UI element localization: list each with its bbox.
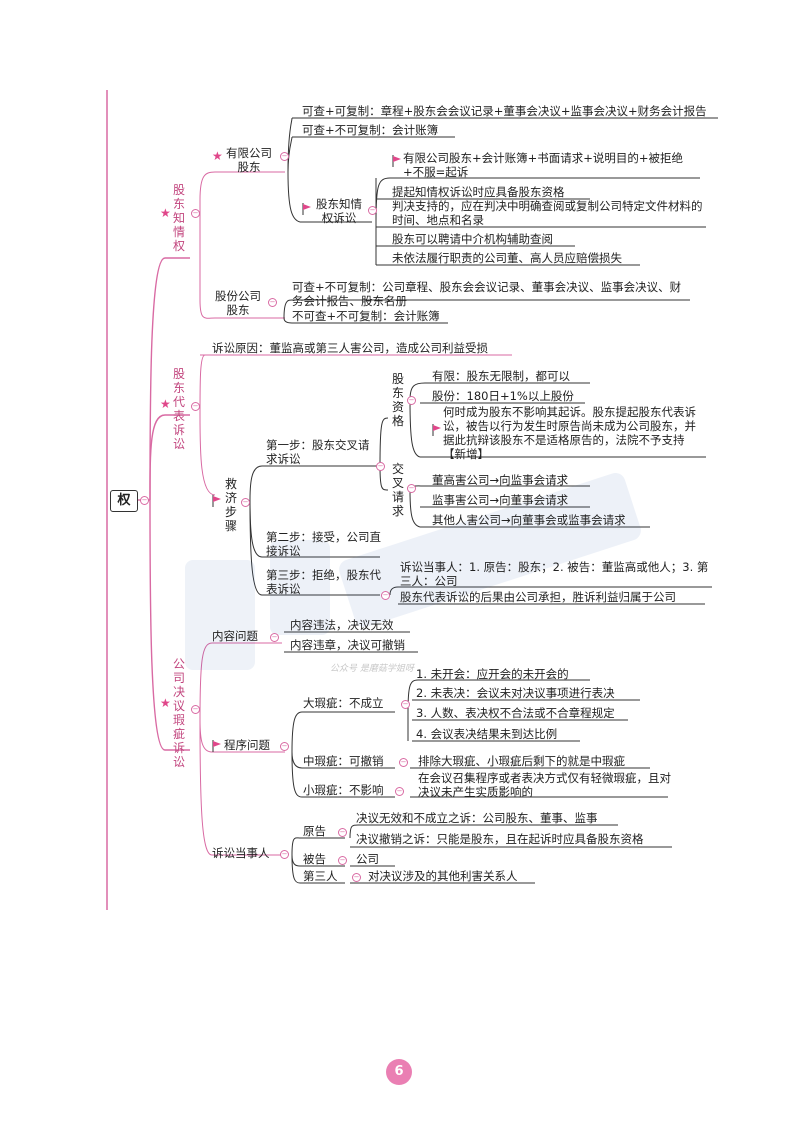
- leaf-cross-item: 监事害公司→向董事会请求: [432, 493, 569, 507]
- flag-icon: [212, 740, 221, 752]
- node-step3[interactable]: 第三步：拒绝，股东代表诉讼: [266, 568, 381, 596]
- node-shareholder-qualification[interactable]: 股东资格: [391, 372, 404, 428]
- page-number: 6: [386, 1059, 412, 1085]
- leaf-cross-item: 董高害公司→向监事会请求: [432, 473, 569, 487]
- node-defendant[interactable]: 被告: [303, 852, 326, 866]
- star-icon: ★: [160, 397, 171, 411]
- leaf-plaintiff-item: 决议无效和不成立之诉：公司股东、董事、监事: [356, 811, 598, 825]
- leaf-suit-item: 判决支持的，应在判决中明确查阅或复制公司特定文件材料的时间、地点和名录: [392, 199, 703, 227]
- collapse-icon[interactable]: −: [280, 152, 289, 161]
- collapse-icon[interactable]: −: [381, 591, 390, 600]
- leaf-step3-item: 股东代表诉讼的后果由公司承担，胜诉利益归属于公司: [400, 590, 676, 604]
- leaf-suit-item: 股东可以聘请中介机构辅助查阅: [392, 232, 553, 246]
- flag-icon: [392, 155, 401, 167]
- flag-icon: [212, 495, 221, 507]
- collapse-icon[interactable]: −: [270, 633, 279, 642]
- leaf-suit-item: 未依法履行职责的公司董、高人员应赔偿损失: [392, 251, 622, 265]
- collapse-icon[interactable]: −: [376, 462, 385, 471]
- node-minor-defect[interactable]: 小瑕疵：不影响: [303, 783, 384, 797]
- leaf-ltd-item: 可查+不可复制：会计账簿: [302, 123, 439, 137]
- leaf-major-item: 2. 未表决：会议未对决议事项进行表决: [416, 686, 615, 700]
- leaf-defendant-item: 公司: [356, 852, 379, 866]
- branch-derivative-suit[interactable]: 股东代表诉讼: [172, 367, 185, 451]
- leaf-step3-item: 诉讼当事人：1. 原告：股东；2. 被告：董监高或他人；3. 第三人：公司: [400, 560, 709, 588]
- star-icon: ★: [160, 696, 171, 710]
- node-litigation-parties[interactable]: 诉讼当事人: [212, 846, 270, 860]
- flag-icon: [432, 424, 441, 436]
- node-content-issue[interactable]: 内容问题: [212, 629, 258, 643]
- node-cross-request[interactable]: 交叉请求: [391, 462, 404, 518]
- collapse-icon[interactable]: −: [368, 206, 377, 215]
- collapse-icon[interactable]: −: [338, 828, 347, 837]
- leaf-suit-item: 有限公司股东+会计账簿+书面请求+说明目的+被拒绝+不服=起诉: [403, 151, 684, 179]
- node-relief-steps[interactable]: 救济步骤: [224, 477, 237, 533]
- leaf-qual-item: 何时成为股东不影响其起诉。股东提起股东代表诉讼，被告以行为发生时原告尚未成为公司…: [443, 405, 696, 461]
- collapse-icon[interactable]: −: [241, 498, 250, 507]
- leaf-major-item: 1. 未开会：应开会的未开会的: [416, 667, 569, 681]
- collapse-icon[interactable]: −: [407, 484, 416, 493]
- branch-resolution-defect-suit[interactable]: 公司决议瑕疵诉讼: [172, 657, 185, 769]
- leaf-suit-reason: 诉讼原因：董监高或第三人害公司，造成公司利益受损: [212, 341, 488, 355]
- collapse-icon[interactable]: −: [191, 209, 200, 218]
- node-major-defect[interactable]: 大瑕疵：不成立: [303, 696, 384, 710]
- leaf-content-item: 内容违章，决议可撤销: [290, 638, 405, 652]
- node-right-to-know-suit[interactable]: 股东知情权诉讼: [316, 197, 362, 225]
- collapse-icon[interactable]: −: [407, 396, 416, 405]
- node-ltd-shareholder[interactable]: 有限公司股东: [226, 146, 272, 174]
- node-company-shareholder[interactable]: 股份公司股东: [215, 289, 261, 317]
- star-icon: ★: [160, 206, 171, 220]
- leaf-plaintiff-item: 决议撤销之诉：只能是股东，且在起诉时应具备股东资格: [356, 832, 644, 846]
- collapse-icon[interactable]: −: [399, 758, 408, 767]
- leaf-co-item: 不可查+不可复制：会计账簿: [292, 309, 440, 323]
- collapse-icon[interactable]: −: [338, 856, 347, 865]
- leaf-qual-item: 有限：股东无限制，都可以: [432, 369, 570, 383]
- node-plaintiff[interactable]: 原告: [303, 824, 326, 838]
- node-procedure-issue[interactable]: 程序问题: [224, 738, 270, 752]
- leaf-cross-item: 其他人害公司→向董事会或监事会请求: [432, 513, 626, 527]
- star-icon: ★: [212, 149, 223, 163]
- leaf-co-item: 可查+不可复制：公司章程、股东会会议记录、董事会决议、监事会决议、财务会计报告、…: [292, 280, 682, 308]
- node-third-party[interactable]: 第三人: [303, 869, 338, 883]
- collapse-icon[interactable]: −: [401, 700, 410, 709]
- collapse-icon[interactable]: −: [280, 742, 289, 751]
- collapse-icon[interactable]: −: [395, 787, 404, 796]
- collapse-icon[interactable]: −: [268, 298, 277, 307]
- branch-shareholder-right-to-know[interactable]: 股东知情权: [172, 183, 185, 253]
- collapse-icon[interactable]: −: [191, 402, 200, 411]
- collapse-icon[interactable]: −: [191, 705, 200, 714]
- collapse-icon[interactable]: −: [140, 496, 149, 505]
- leaf-minor-item: 在会议召集程序或者表决方式仅有轻微瑕疵，且对决议未产生实质影响的: [418, 771, 671, 799]
- leaf-medium-item: 排除大瑕疵、小瑕疵后剩下的就是中瑕疵: [418, 754, 625, 768]
- collapse-icon[interactable]: −: [352, 873, 361, 882]
- leaf-ltd-item: 可查+可复制：章程+股东会会议记录+董事会决议+监事会决议+财务会计报告: [302, 104, 707, 118]
- leaf-major-item: 4. 会议表决结果未到达比例: [416, 727, 558, 741]
- leaf-content-item: 内容违法，决议无效: [290, 618, 394, 632]
- root-node[interactable]: 权: [110, 490, 138, 512]
- watermark-text: 公众号 是磨菇学姐呀: [330, 664, 414, 674]
- flag-icon: [302, 203, 311, 215]
- collapse-icon[interactable]: −: [280, 850, 289, 859]
- node-step2[interactable]: 第二步：接受，公司直接诉讼: [266, 530, 381, 558]
- node-step1[interactable]: 第一步：股东交叉请求诉讼: [266, 438, 370, 466]
- leaf-major-item: 3. 人数、表决权不合法或不合章程规定: [416, 706, 615, 720]
- leaf-suit-item: 提起知情权诉讼时应具备股东资格: [392, 185, 565, 199]
- leaf-qual-item: 股份：180日+1%以上股份: [432, 389, 574, 403]
- leaf-third-party-item: 对决议涉及的其他利害关系人: [368, 869, 518, 883]
- node-medium-defect[interactable]: 中瑕疵：可撤销: [303, 754, 384, 768]
